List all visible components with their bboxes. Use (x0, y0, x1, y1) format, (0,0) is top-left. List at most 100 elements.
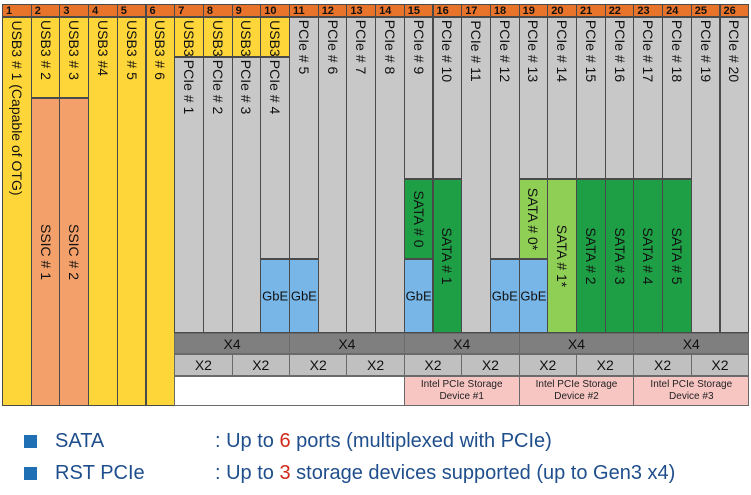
x4-group: X4 (518, 333, 635, 354)
lane-cell-pcie: PCIe # 19 (690, 17, 721, 333)
lane-cell-label: GbE (520, 288, 547, 304)
lane-cell-gbe: GbE (403, 259, 434, 333)
lane-number-header: 2 (30, 4, 61, 17)
lane-number-header: 14 (375, 4, 405, 17)
lane-cell-sata-dark: SATA # 1 (432, 178, 463, 333)
lane-cell-pcie: PCIe # 6 (317, 17, 348, 333)
lane-cell-usb3: USB3 # 6 (145, 17, 176, 406)
storage-device-line1: Intel PCIe Storage (420, 379, 503, 390)
legend-sata-pre: : Up to (215, 429, 280, 452)
lane-cell-sata-dark: SATA # 4 (633, 178, 664, 333)
lane-cell-label: PCIe # 19 (697, 19, 714, 83)
lane-cell-label: SSIC # 1 (37, 223, 54, 280)
lane-cell-pcie: PCIe # 9 (403, 17, 434, 179)
lane-number-header: 20 (547, 4, 577, 17)
lane-cell-sata-light: SATA # 0* (518, 178, 549, 260)
lane-cell-pcie: PCIe # 18 (662, 17, 692, 179)
lane-number-header: 24 (662, 4, 692, 17)
lane-cell-pcie: PCIe # 15 (576, 17, 606, 179)
lane-cell-label: SATA # 1* (554, 224, 571, 288)
square-bullet-icon (24, 466, 37, 480)
lane-cell-usb3: USB3 # 1 (Capable of OTG) (2, 17, 32, 406)
lane-cell-gbe: GbE (518, 259, 549, 333)
lane-cell-label: PCIe # 14 (554, 19, 571, 83)
lane-cell-label: SATA # 3 (611, 227, 628, 285)
lane-cell-pcie: PCIe # 16 (604, 17, 635, 179)
lane-number-header: 12 (317, 4, 348, 17)
lane-cell-label: SATA # 0* (525, 187, 542, 251)
legend-sata-post: ports (multiplexed with PCIe) (290, 429, 552, 452)
lane-cell-label: SATA # 5 (668, 227, 685, 285)
lane-number-header: 25 (690, 4, 721, 17)
lane-cell-label: PCIe # 6 (324, 19, 341, 75)
storage-device-line2: Device #1 (439, 391, 484, 402)
lane-cell-label: USB3 # 9 (238, 20, 255, 58)
lane-cell-pcie: PCIe # 17 (633, 17, 664, 179)
lane-number-header: 22 (604, 4, 635, 17)
lane-cell-pcie: PCIe # 20 (719, 17, 750, 333)
lane-cell-label: PCIe # 18 (668, 19, 685, 83)
lane-cell-sata-dark: SATA # 5 (662, 178, 692, 333)
lane-number-header: 13 (346, 4, 377, 17)
lane-cell-ssic: SSIC # 2 (59, 97, 90, 406)
legend-rst-post: storage devices supported (up to Gen3 x4… (290, 461, 676, 484)
x4-group: X4 (403, 333, 520, 354)
lane-cell-usb3: USB3 # 9 (231, 17, 262, 58)
lane-cell-label: PCIe # 10 (439, 19, 456, 83)
storage-device-line1: Intel PCIe Storage (535, 379, 618, 390)
lane-cell-pcie: PCIe # 2 (202, 57, 233, 333)
lane-cell-label: USB3 # 1 (Capable of OTG) (8, 19, 25, 196)
lane-number-header: 6 (145, 4, 176, 17)
lane-cell-label: USB3 # 5 (123, 20, 140, 80)
lane-number-header: 11 (289, 4, 319, 17)
lane-number-header: 23 (633, 4, 664, 17)
lane-cell-usb3: USB3 # 2 (30, 17, 61, 98)
lane-cell-label: SATA # 0 (410, 190, 427, 248)
lane-number-header: 21 (576, 4, 606, 17)
lane-cell-usb3: USB3 # 10 (260, 17, 290, 58)
lane-cell-label: PCIe # 20 (726, 19, 743, 83)
lane-cell-label: PCIe # 12 (496, 19, 513, 83)
x2-group: X2 (289, 354, 348, 376)
lane-cell-label: USB3 #4 (94, 19, 111, 77)
legend-rst-name: RST PCIe (55, 461, 145, 484)
lane-number-header: 17 (461, 4, 491, 17)
legend-sata-count: 6 (279, 429, 291, 452)
lane-number-header: 5 (116, 4, 147, 17)
lane-cell-label: GbE (405, 288, 432, 304)
x2-group: X2 (403, 354, 463, 376)
lane-cell-label: SATA # 2 (582, 227, 599, 285)
lane-cell-pcie: PCIe # 7 (346, 17, 377, 333)
lane-number-header: 7 (174, 4, 204, 17)
lane-cell-label: PCIe # 2 (209, 60, 226, 115)
lane-cell-gbe: GbE (289, 259, 319, 333)
lane-number-header: 26 (719, 4, 750, 17)
lane-cell-label: USB3 # 6 (152, 20, 169, 80)
lane-cell-sata-dark: SATA # 0 (403, 178, 434, 260)
lane-cell-pcie: PCIe # 14 (547, 17, 577, 179)
lane-cell-label: PCIe # 7 (353, 19, 370, 75)
x2-group: X2 (174, 354, 233, 376)
lane-cell-usb3: USB3 # 5 (116, 17, 147, 406)
lane-cell-label: USB3 # 10 (267, 20, 284, 58)
lane-cell-label: USB3 # 7 (181, 20, 198, 58)
lane-cell-sata-light: SATA # 1* (547, 178, 577, 333)
storage-device-line2: Device #3 (669, 391, 714, 402)
lane-cell-label: USB3 # 2 (37, 20, 54, 80)
lane-number-header: 1 (2, 4, 32, 17)
lane-cell-pcie: PCIe # 12 (489, 17, 520, 260)
lane-cell-label: PCIe # 17 (640, 19, 657, 83)
lane-number-header: 19 (518, 4, 549, 17)
lane-cell-label: PCIe # 1 (181, 60, 198, 115)
x4-group: X4 (174, 333, 290, 354)
lane-cell-label: GbE (491, 288, 518, 304)
lane-cell-label: PCIe # 9 (410, 19, 427, 75)
lane-number-header: 10 (260, 4, 290, 17)
lane-number-header: 16 (432, 4, 463, 17)
empty-storage-area (174, 376, 405, 406)
lane-cell-pcie: PCIe # 4 (260, 57, 290, 260)
lane-cell-label: PCIe # 4 (267, 60, 284, 115)
lane-cell-label: SATA # 4 (640, 227, 657, 285)
x2-group: X2 (576, 354, 635, 376)
